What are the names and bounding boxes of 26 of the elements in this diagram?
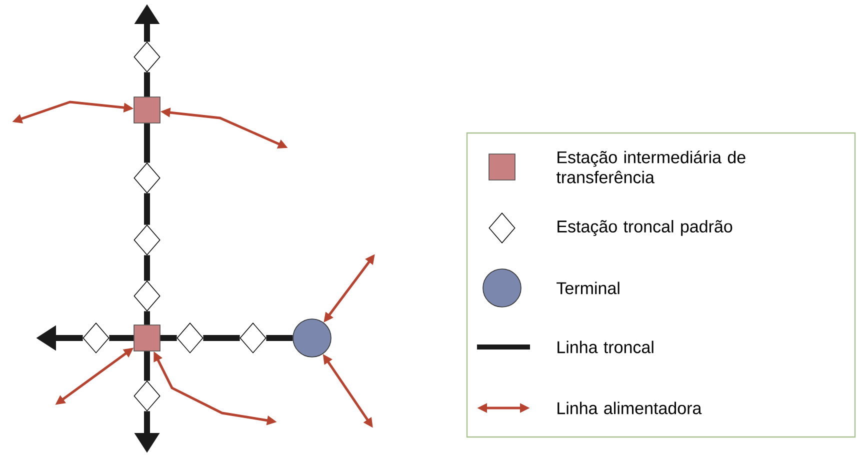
trunk-line <box>109 335 134 341</box>
legend-text: Estação intermediária de transferência <box>556 150 746 184</box>
trunk-line <box>144 123 150 163</box>
diamond-station <box>134 280 160 312</box>
diamond-station <box>82 322 110 354</box>
diamond-station <box>134 224 160 256</box>
legend-text: Linha alimentadora <box>558 402 702 414</box>
trunk-line <box>160 335 177 341</box>
transfer-station-square <box>134 324 160 352</box>
legend-text: Terminal <box>556 282 620 294</box>
terminal-circle <box>292 318 332 358</box>
trunk-line <box>203 335 240 341</box>
trunk-line <box>144 351 150 381</box>
legend-text: Linha troncal <box>558 340 654 354</box>
transfer-station-square <box>134 96 160 124</box>
trunk-line <box>266 335 293 341</box>
diamond-station <box>176 322 204 354</box>
trunk-line <box>144 193 150 225</box>
diamond-station <box>134 162 160 194</box>
trunk-line <box>144 255 150 281</box>
diamond-station <box>240 322 266 354</box>
diamond-station <box>134 380 160 412</box>
trunk-line <box>144 72 150 97</box>
legend-text: Estação troncal padrão <box>558 220 732 236</box>
trunk-line <box>144 311 150 325</box>
diamond-station <box>134 42 160 72</box>
